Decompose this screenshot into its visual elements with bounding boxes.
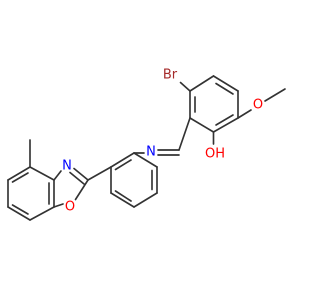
fused-inner-bond-2 — [11, 204, 29, 215]
phenol-bond-3 — [212, 117, 239, 133]
fused-bond-3 — [7, 206, 31, 221]
fused-bond-5 — [7, 166, 31, 181]
oxazole-ring: N O — [53, 159, 89, 215]
methoxy-oxygen-label: O — [253, 98, 263, 113]
phenol-inner-bond-2 — [215, 114, 234, 126]
middle-bond-3 — [133, 192, 158, 208]
middle-bond-4 — [110, 192, 135, 208]
oxazole-o-c-bond — [53, 203, 64, 208]
middle-bond-1 — [133, 152, 158, 168]
fused-inner-bond-3 — [11, 172, 29, 183]
middle-inner-bond-3 — [114, 159, 132, 171]
middle-bond-6 — [110, 152, 135, 168]
methoxy-o-bond — [237, 109, 252, 119]
bromine-label: Br — [163, 68, 178, 83]
oxazole-nitrogen-label: N — [62, 159, 72, 174]
imine-nitrogen-label: N — [146, 145, 156, 160]
oxazole-c2-n-double-b — [69, 171, 85, 185]
middle-inner-bond-2 — [114, 190, 132, 202]
fused-benzene-ring — [7, 166, 55, 221]
phenol-bond-4 — [189, 117, 215, 133]
methine-bond — [178, 117, 191, 151]
aryl-oxazole-bond — [87, 166, 112, 181]
molecule-structure: Br O OH N N — [7, 68, 286, 221]
hydroxyl-label: OH — [205, 147, 225, 162]
br-bond — [179, 81, 191, 92]
oxazole-c2-o-bond — [74, 179, 89, 201]
phenol-inner-bond-1 — [215, 82, 234, 95]
phenol-ring — [189, 75, 239, 133]
fused-bond-2 — [29, 206, 55, 221]
phenol-bond-1 — [212, 75, 239, 92]
methyl-bond — [264, 88, 286, 102]
middle-benzene-ring — [110, 152, 158, 208]
fused-bond-6 — [29, 166, 55, 181]
oxazole-c2-n-double-a — [73, 167, 89, 181]
structure-canvas: Br O OH N N — [7, 67, 286, 221]
oxazole-n-c-bond — [53, 170, 62, 181]
oxazole-oxygen-label: O — [65, 200, 75, 215]
phenol-bond-6 — [189, 75, 215, 92]
